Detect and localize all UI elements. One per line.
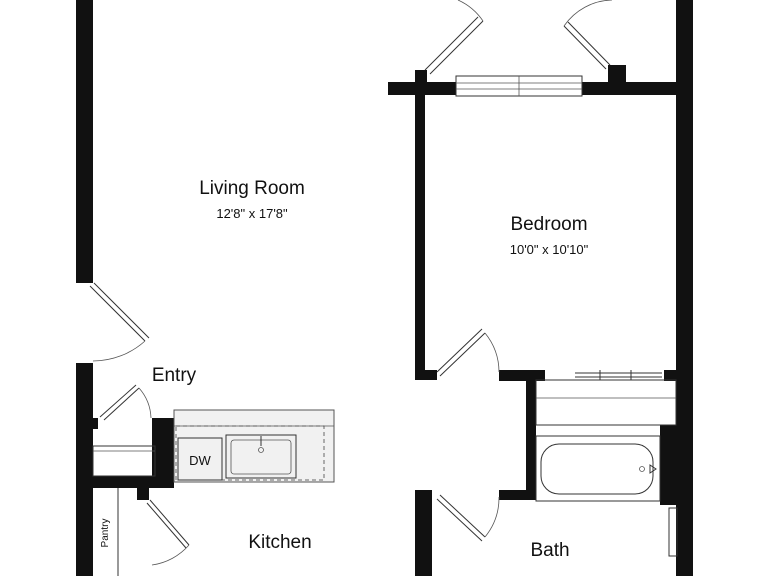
kitchen-counter xyxy=(173,409,335,483)
bedroom-top-post-right xyxy=(608,65,626,95)
door-bedroom-top xyxy=(563,0,613,70)
entry-closet-shelf xyxy=(92,445,156,477)
door-pantry xyxy=(146,499,190,566)
bath-label: Bath xyxy=(530,540,569,561)
door-living-top xyxy=(424,0,484,75)
living-room-dims: 12'8" x 17'8" xyxy=(216,206,288,221)
closets xyxy=(92,370,677,576)
left-wall-upper xyxy=(76,0,93,283)
entry-closet-right-post xyxy=(152,418,174,488)
door-entry xyxy=(89,282,150,362)
bath-wall-vertical xyxy=(526,375,536,500)
bedroom-closet xyxy=(535,379,677,426)
bedroom-bottom-wall-mid xyxy=(499,370,545,381)
kitchen-label: Kitchen xyxy=(248,532,311,553)
tub-drain-icon xyxy=(649,464,657,474)
walls xyxy=(76,0,693,576)
dishwasher-label: DW xyxy=(189,453,211,468)
bedroom-bottom-wall-right xyxy=(664,370,679,381)
bathtub-inner xyxy=(540,443,654,495)
bath-left-post xyxy=(415,490,432,576)
left-wall-lower xyxy=(76,363,93,576)
door-entry-closet xyxy=(99,384,152,421)
living-room-label: Living Room xyxy=(199,178,305,199)
windows xyxy=(455,75,678,557)
bath-top-wall xyxy=(499,490,536,500)
entry-closet-bottom xyxy=(76,476,174,488)
bedroom-label: Bedroom xyxy=(510,214,587,235)
doors xyxy=(89,0,613,566)
entry-label: Entry xyxy=(152,365,197,386)
bath-left-wall-top xyxy=(415,490,432,500)
bedroom-top-post-left xyxy=(415,70,427,95)
bathtub-outer xyxy=(535,435,661,502)
bedroom-dims: 10'0" x 10'10" xyxy=(510,242,589,257)
bath-right-wall-thick xyxy=(660,425,693,505)
bedroom-left-wall xyxy=(415,75,425,380)
bath-window xyxy=(668,507,678,557)
bathtub xyxy=(535,435,661,502)
entry-closet-top-left xyxy=(76,418,98,429)
labels: Living Room 12'8" x 17'8" Bedroom 10'0" … xyxy=(100,178,589,561)
kitchen-wall-post xyxy=(137,486,149,500)
door-bath xyxy=(436,494,500,542)
dishwasher xyxy=(177,437,223,481)
bedroom-bottom-wall-left xyxy=(415,370,437,380)
bedroom-top-wall-right xyxy=(582,82,679,95)
kitchen-fixtures xyxy=(173,409,335,483)
door-bedroom xyxy=(436,328,500,377)
kitchen-sink xyxy=(225,434,297,479)
pantry-label: Pantry xyxy=(100,519,111,548)
